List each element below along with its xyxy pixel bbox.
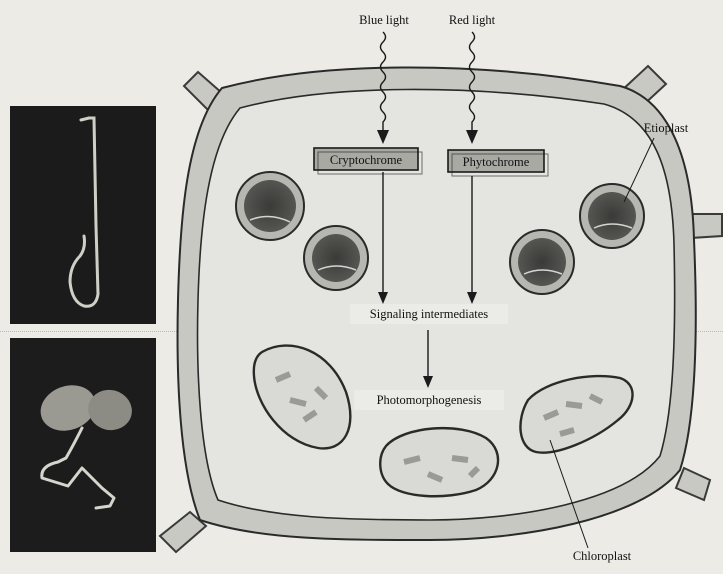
signaling-intermediates-label: Signaling intermediates (370, 307, 489, 321)
photomorphogenesis-label: Photomorphogenesis (377, 393, 482, 407)
etioplast (580, 184, 644, 248)
phytochrome-box: Phytochrome (448, 150, 548, 176)
etioplast (510, 230, 574, 294)
chloroplast-label: Chloroplast (573, 549, 632, 563)
phytochrome-label: Phytochrome (463, 155, 530, 169)
etioplast-label: Etioplast (644, 121, 689, 135)
cryptochrome-label: Cryptochrome (330, 153, 403, 167)
etioplast (304, 226, 368, 290)
etioplast (236, 172, 304, 240)
chloroplast (380, 428, 498, 496)
blue-light-label: Blue light (359, 13, 409, 27)
red-light-label: Red light (449, 13, 496, 27)
cryptochrome-box: Cryptochrome (314, 148, 422, 174)
